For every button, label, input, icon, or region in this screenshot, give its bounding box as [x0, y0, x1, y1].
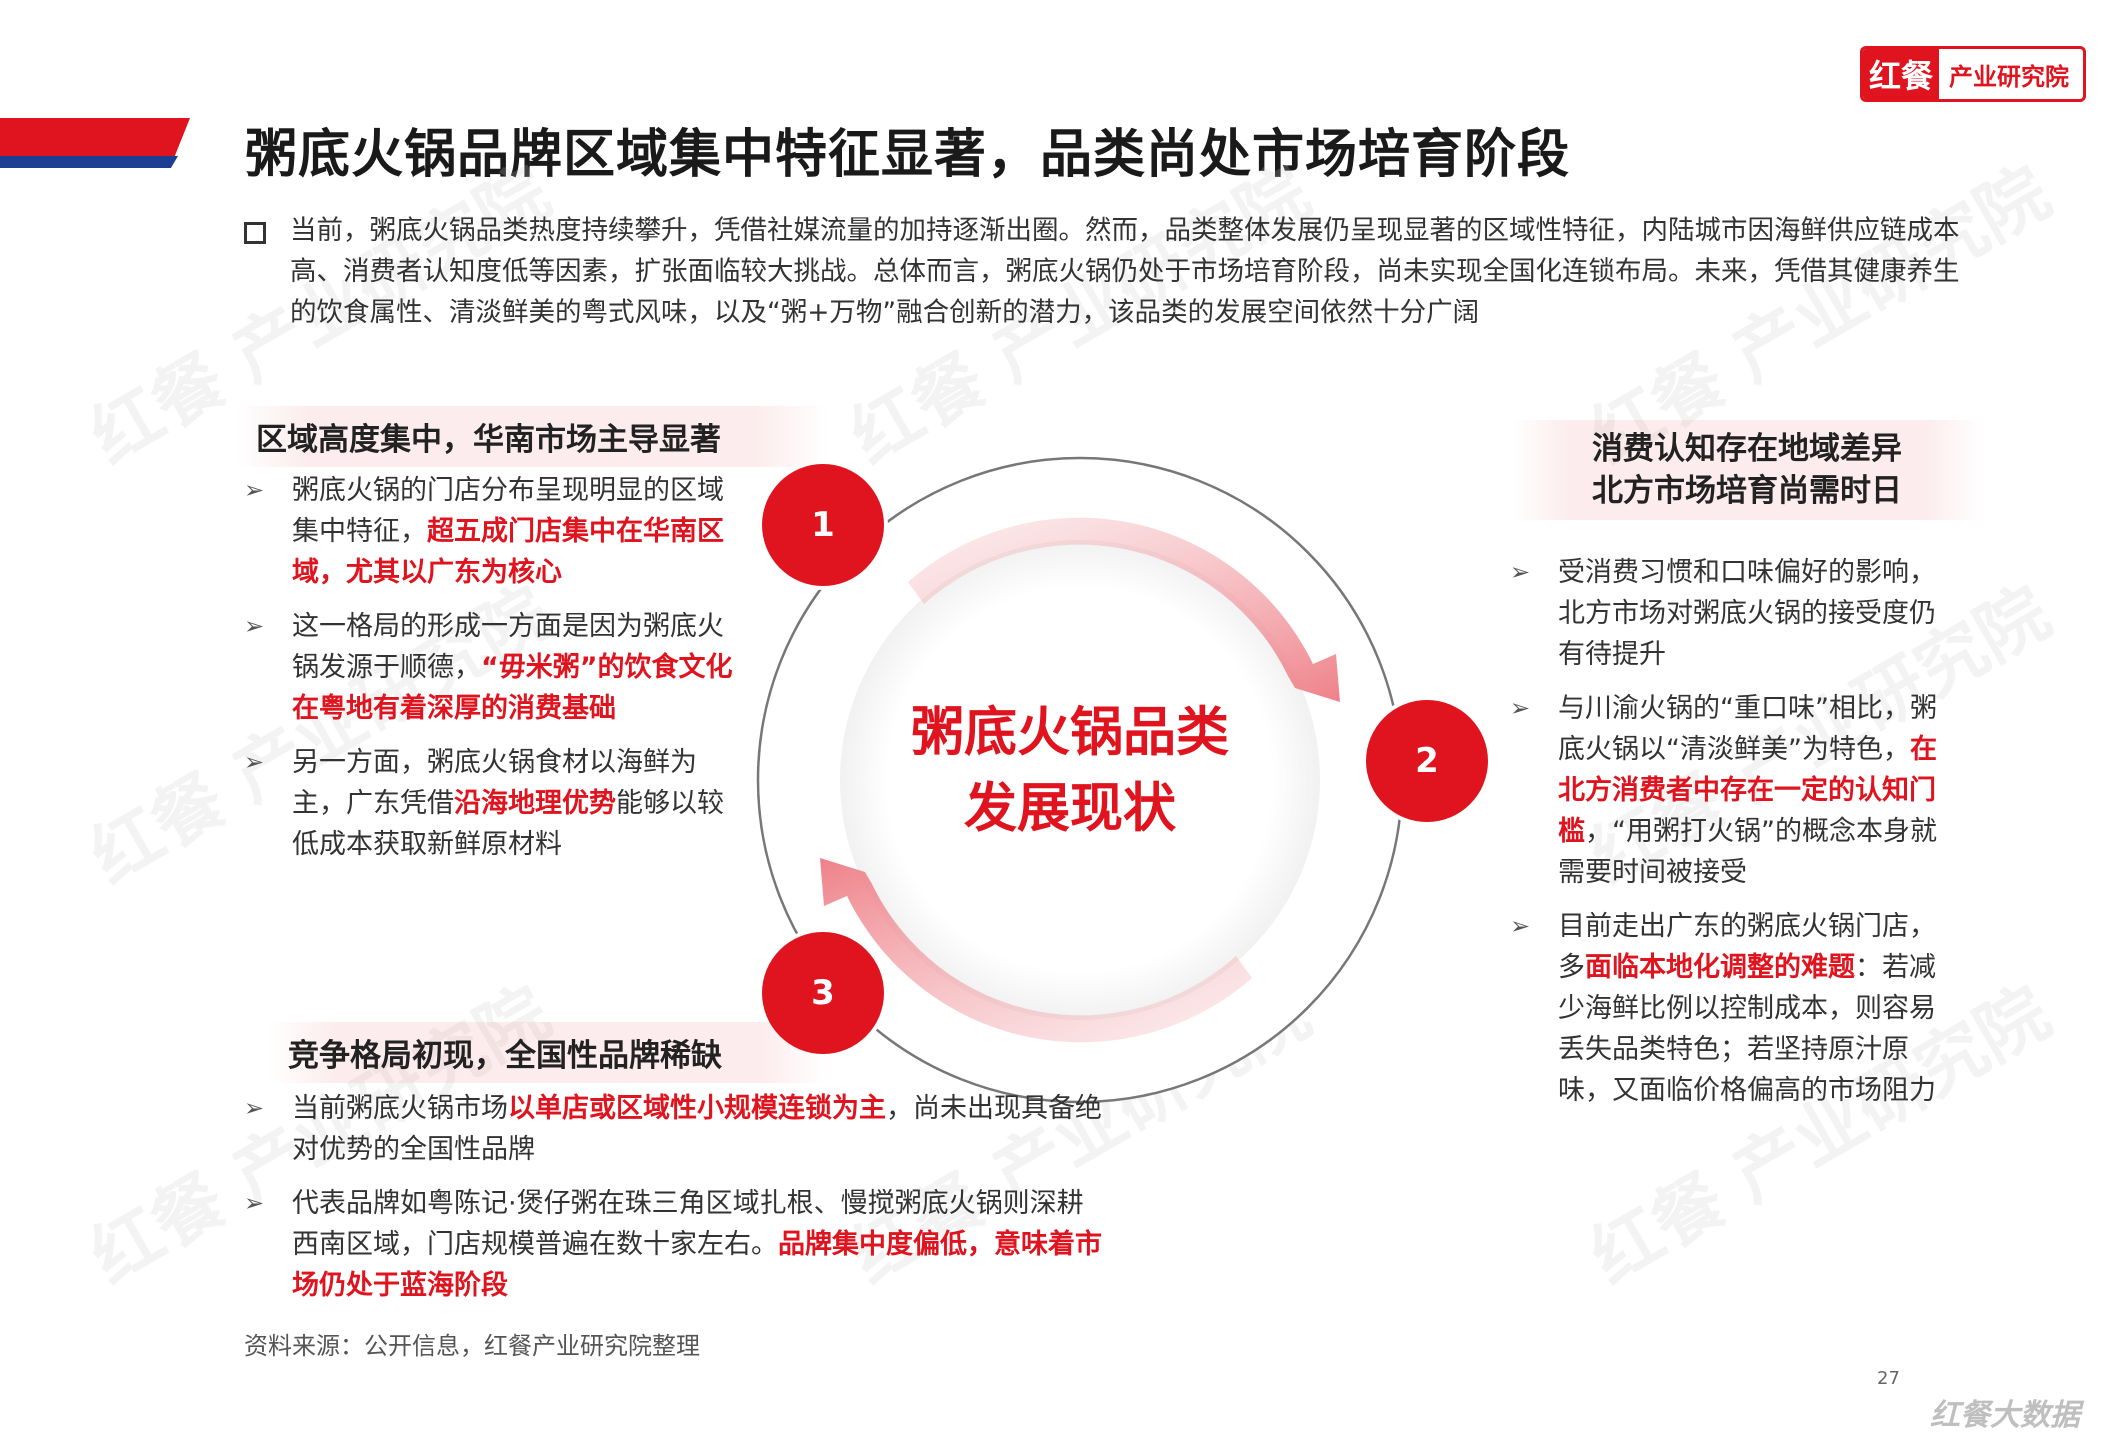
chevron-right-icon: ➢ [244, 1094, 265, 1122]
diagram-center-title: 粥底火锅品类 发展现状 [870, 695, 1270, 847]
logo-text: 产业研究院 [1949, 62, 2069, 91]
page-title: 粥底火锅品牌区域集中特征显著，品类尚处市场培育阶段 [245, 125, 1571, 185]
section2-title-line2: 北方市场培育尚需时日 [1592, 473, 1902, 509]
chevron-right-icon: ➢ [1510, 694, 1531, 722]
intro-paragraph: 当前，粥底火锅品类热度持续攀升，凭借社媒流量的加持逐渐出圈。然而，品类整体发展仍… [290, 215, 1960, 328]
item-text: 受消费习惯和口味偏好的影响，北方市场对粥底火锅的接受度仍有待提升 [1558, 557, 1936, 670]
item-highlight: 超五成门店集中在华南区域，尤其以广东为核心 [292, 516, 724, 588]
cycle-arrow-upper [908, 517, 1340, 702]
item-text: 粥底火锅的门店分布呈现明显的区域集中特征， [292, 475, 724, 547]
chevron-right-icon: ➢ [244, 612, 265, 640]
list-item: ➢ 代表品牌如粤陈记·煲仔粥在珠三角区域扎根、慢搅粥底火锅则深耕西南区域，门店规… [244, 1183, 1104, 1306]
item-text: 另一方面，粥底火锅食材以海鲜为主，广东凭借 [292, 747, 697, 819]
title-accent-stripe [0, 156, 178, 168]
item-highlight: “毋米粥”的饮食文化在粤地有着深厚的消费基础 [292, 652, 733, 724]
item-highlight: 在北方消费者中存在一定的认知门槛 [1558, 734, 1937, 847]
source-note: 资料来源：公开信息，红餐产业研究院整理 [244, 1332, 700, 1360]
square-bullet-icon [244, 222, 266, 244]
item-text: 当前粥底火锅市场 [292, 1093, 508, 1124]
step-badge-1: 1 [762, 464, 884, 586]
list-item: ➢ 受消费习惯和口味偏好的影响，北方市场对粥底火锅的接受度仍有待提升 [1510, 552, 1940, 675]
section2-title-line1: 消费认知存在地域差异 [1592, 431, 1902, 467]
item-highlight: 面临本地化调整的难题 [1585, 952, 1855, 983]
brand-logo: 红餐 产业研究院 [1860, 46, 2086, 102]
section2-title: 消费认知存在地域差异 北方市场培育尚需时日 [1512, 420, 1982, 520]
page-number: 27 [1877, 1368, 1900, 1389]
item-text: 与川渝火锅的“重口味”相比，粥底火锅以“清淡鲜美”为特色， [1558, 693, 1937, 765]
list-item: ➢ 与川渝火锅的“重口味”相比，粥底火锅以“清淡鲜美”为特色，在北方消费者中存在… [1510, 688, 1940, 893]
item-text: ：若减少海鲜比例以控制成本，则容易丢失品类特色；若坚持原汁原味，又面临价格偏高的… [1558, 952, 1936, 1106]
step-badge-2: 2 [1366, 700, 1488, 822]
chevron-right-icon: ➢ [1510, 912, 1531, 940]
chevron-right-icon: ➢ [244, 1189, 265, 1217]
step-badge-3: 3 [762, 932, 884, 1054]
list-item: ➢ 这一格局的形成一方面是因为粥底火锅发源于顺德，“毋米粥”的饮食文化在粤地有着… [244, 606, 734, 729]
section2-list: ➢ 受消费习惯和口味偏好的影响，北方市场对粥底火锅的接受度仍有待提升 ➢ 与川渝… [1510, 552, 1940, 1124]
list-item: ➢ 粥底火锅的门店分布呈现明显的区域集中特征，超五成门店集中在华南区域，尤其以广… [244, 470, 734, 593]
item-text: 目前走出广东的粥底火锅门店，多 [1558, 911, 1936, 983]
item-text: ，“用粥打火锅”的概念本身就需要时间被接受 [1558, 816, 1937, 888]
item-text: 代表品牌如粤陈记·煲仔粥在珠三角区域扎根、慢搅粥底火锅则深耕西南区域，门店规模普… [292, 1188, 1084, 1260]
chevron-right-icon: ➢ [244, 476, 265, 504]
item-text: ，尚未出现具备绝对优势的全国性品牌 [292, 1093, 1102, 1165]
cycle-arrow-lower [820, 858, 1252, 1043]
list-item: ➢ 另一方面，粥底火锅食材以海鲜为主，广东凭借沿海地理优势能够以较低成本获取新鲜… [244, 742, 734, 865]
center-title-line1: 粥底火锅品类 [911, 702, 1229, 763]
item-highlight: 以单店或区域性小规模连锁为主 [508, 1093, 886, 1124]
list-item: ➢ 目前走出广东的粥底火锅门店，多面临本地化调整的难题：若减少海鲜比例以控制成本… [1510, 906, 1940, 1111]
item-text: 这一格局的形成一方面是因为粥底火锅发源于顺德， [292, 611, 724, 683]
section3-list: ➢ 当前粥底火锅市场以单店或区域性小规模连锁为主，尚未出现具备绝对优势的全国性品… [244, 1088, 1104, 1319]
chevron-right-icon: ➢ [1510, 558, 1531, 586]
list-item: ➢ 当前粥底火锅市场以单店或区域性小规模连锁为主，尚未出现具备绝对优势的全国性品… [244, 1088, 1104, 1170]
title-accent-bar [0, 118, 190, 156]
status-diagram [756, 456, 1404, 1104]
logo-mark: 红餐 [1863, 49, 1939, 99]
section1-title: 区域高度集中，华南市场主导显著 [236, 406, 828, 467]
center-title-line2: 发展现状 [964, 778, 1176, 839]
inner-circle [840, 540, 1320, 1020]
item-text: 能够以较低成本获取新鲜原材料 [292, 788, 724, 860]
item-highlight: 沿海地理优势 [454, 788, 616, 819]
item-highlight: 品牌集中度偏低，意味着市场仍处于蓝海阶段 [292, 1229, 1102, 1301]
chevron-right-icon: ➢ [244, 748, 265, 776]
footer-brand-logo: 红餐大数据 [1930, 1398, 2080, 1433]
section3-title: 竞争格局初现，全国性品牌稀缺 [268, 1022, 828, 1083]
section1-list: ➢ 粥底火锅的门店分布呈现明显的区域集中特征，超五成门店集中在华南区域，尤其以广… [244, 470, 734, 878]
